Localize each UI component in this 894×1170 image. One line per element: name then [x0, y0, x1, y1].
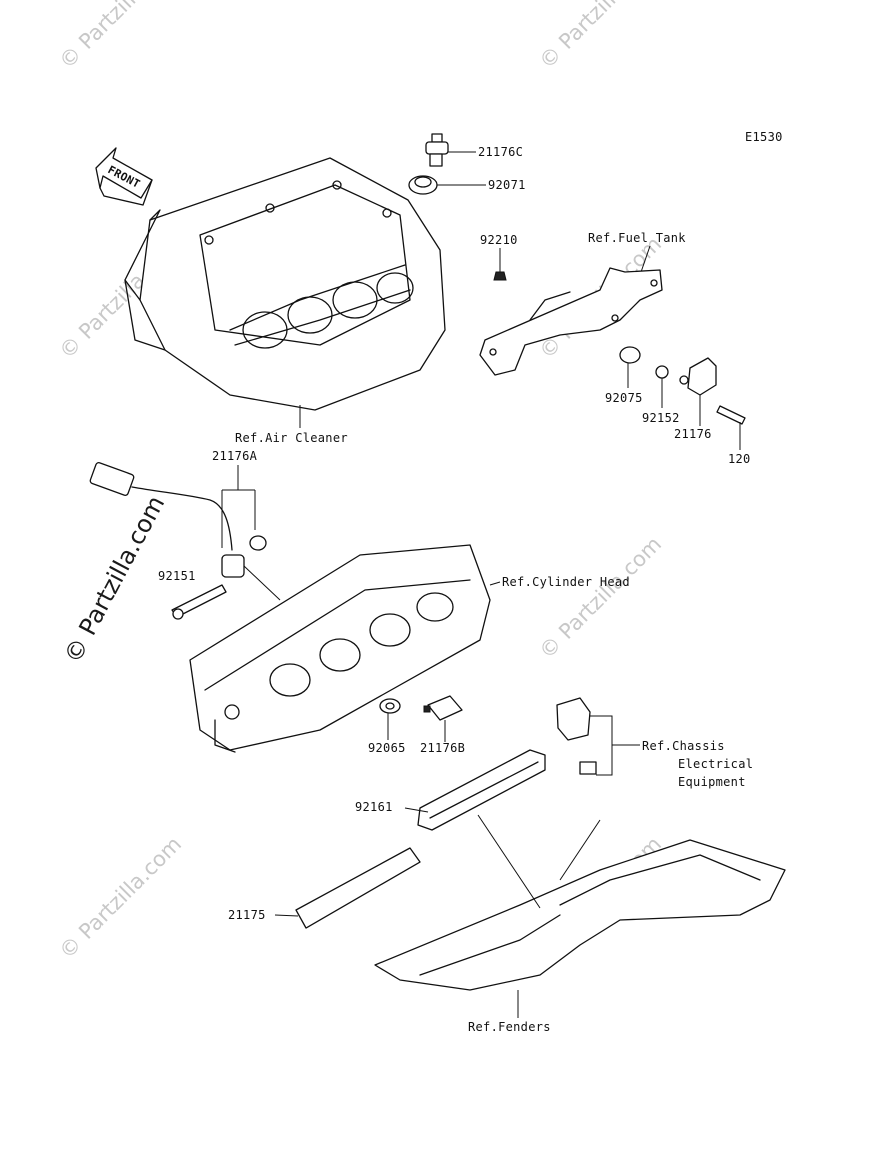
label-ref-chassis-electrical: Electrical — [678, 757, 753, 771]
label-ref-chassis: Ref.Chassis — [642, 739, 725, 753]
fender-tray — [374, 839, 786, 991]
label-ref-chassis-equipment: Equipment — [678, 775, 746, 789]
label-ref-fenders: Ref.Fenders — [468, 1020, 551, 1034]
fuel-tank-bracket — [479, 267, 663, 376]
label-ref-fuel-tank: Ref.Fuel Tank — [588, 231, 686, 245]
label-92210: 92210 — [480, 233, 518, 247]
bolt-92151 — [171, 584, 227, 620]
diagram-code: E1530 — [745, 130, 783, 144]
lead-cylinder-head — [489, 581, 501, 586]
label-21176: 21176 — [674, 427, 712, 441]
label-21176A: 21176A — [212, 449, 258, 463]
label-21176C: 21176C — [478, 145, 523, 159]
pad-21175 — [295, 847, 421, 929]
lead-21175 — [274, 914, 299, 917]
label-120: 120 — [728, 452, 751, 466]
label-92065: 92065 — [368, 741, 406, 755]
nut-92210 — [493, 271, 507, 281]
label-ref-air-cleaner: Ref.Air Cleaner — [235, 431, 348, 445]
label-92151: 92151 — [158, 569, 196, 583]
watermark-group: © Partzilla.com © Partzilla.com © Partzi… — [55, 0, 667, 964]
lead-fuel-tank — [639, 245, 651, 276]
sensor-21176 — [679, 357, 717, 396]
relay-box — [556, 697, 597, 775]
air-cleaner-housing — [124, 157, 446, 411]
sensor-21176A — [89, 462, 267, 578]
label-21175: 21175 — [228, 908, 266, 922]
washer-92065 — [379, 698, 401, 714]
grommet-92075 — [619, 346, 641, 364]
bolt-120 — [716, 405, 746, 425]
ecu-92161 — [417, 749, 546, 831]
label-92161: 92161 — [355, 800, 393, 814]
grommet-92071 — [408, 175, 438, 195]
lead-sensor-to-head — [243, 565, 281, 601]
watermark: © Partzilla.com — [55, 0, 187, 74]
watermark: © Partzilla.com — [535, 0, 667, 74]
watermark: © Partzilla.com — [55, 832, 187, 964]
label-92071: 92071 — [488, 178, 526, 192]
watermark: © Partzilla.com — [535, 532, 667, 664]
lead-relay-to-tray — [559, 819, 601, 881]
front-arrow: FRONT — [95, 147, 153, 206]
watermark-large: © Partzilla.com — [59, 491, 171, 668]
sensor-21176B — [423, 695, 463, 721]
label-92152: 92152 — [642, 411, 680, 425]
label-ref-cylinder-head: Ref.Cylinder Head — [502, 575, 630, 589]
collar-92152 — [655, 365, 669, 379]
lead-ecu-to-tray — [477, 814, 541, 909]
cylinder-head — [189, 544, 491, 753]
label-21176B: 21176B — [420, 741, 465, 755]
lead-92161 — [404, 807, 429, 813]
sensor-21176C — [425, 133, 449, 167]
label-92075: 92075 — [605, 391, 643, 405]
